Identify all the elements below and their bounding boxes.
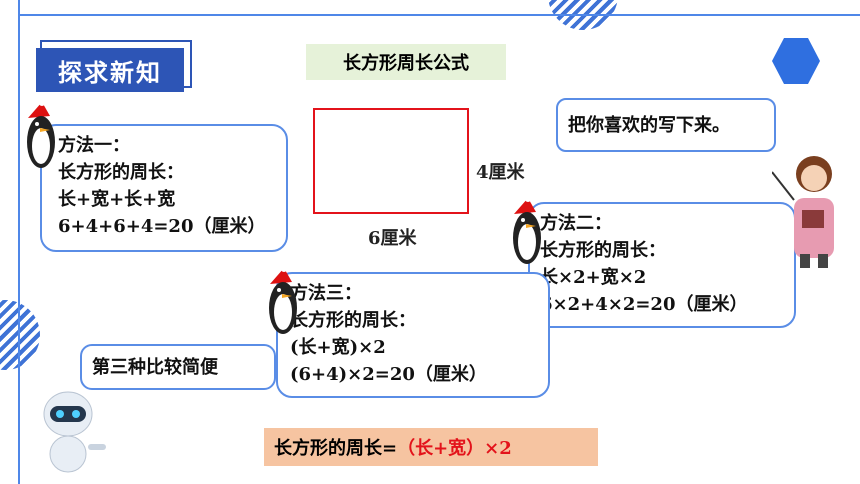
method1-line2: 长+宽+长+宽	[58, 189, 176, 210]
formula-title: 长方形周长公式	[306, 44, 506, 80]
method1-line1: 长方形的周长：	[58, 162, 184, 183]
hexagon-decoration	[772, 38, 820, 84]
height-label: 4厘米	[476, 162, 525, 183]
conclusion-prefix: 长方形的周长=	[274, 438, 398, 459]
method3-line2: (长+宽)×2	[290, 337, 386, 358]
method1-title: 方法一：	[58, 135, 130, 156]
method2-line2: 长×2+宽×2	[540, 267, 647, 288]
method3-title: 方法三：	[290, 283, 362, 304]
teacher-speech-text: 把你喜欢的写下来。	[568, 115, 730, 136]
rectangle-shape	[313, 108, 469, 214]
method3-line3: (6+4)×2=20（厘米）	[290, 364, 487, 385]
method3-line1: 长方形的周长：	[290, 310, 416, 331]
method2-line1: 长方形的周长：	[540, 240, 666, 261]
penguin-icon	[269, 266, 297, 334]
method1-line3: 6+4+6+4=20（厘米）	[58, 216, 266, 237]
frame-top-line	[18, 14, 860, 16]
teacher-icon	[772, 156, 834, 268]
conclusion-box: 长方形的周长= （长+宽）×2	[264, 428, 598, 466]
method2-bubble: 方法二： 长方形的周长： 长×2+宽×2 6×2+4×2=20（厘米）	[528, 202, 796, 328]
conclusion-formula: （长+宽）×2	[397, 438, 512, 459]
method1-bubble: 方法一： 长方形的周长： 长+宽+长+宽 6+4+6+4=20（厘米）	[40, 124, 288, 252]
robot-speech-text: 第三种比较简便	[92, 357, 218, 378]
method3-bubble: 方法三： 长方形的周长： (长+宽)×2 (6+4)×2=20（厘米）	[276, 272, 550, 398]
frame-left-line	[18, 0, 20, 484]
method2-line3: 6×2+4×2=20（厘米）	[540, 294, 748, 315]
robot-speech-bubble: 第三种比较简便	[80, 344, 276, 390]
method2-title: 方法二：	[540, 213, 612, 234]
page-title: 探求新知	[36, 48, 184, 92]
teacher-speech-bubble: 把你喜欢的写下来。	[556, 98, 776, 152]
robot-icon	[43, 391, 106, 473]
penguin-icon	[27, 100, 55, 168]
penguin-icon	[513, 196, 541, 264]
width-label: 6厘米	[368, 228, 417, 249]
striped-circle-left	[0, 300, 40, 370]
